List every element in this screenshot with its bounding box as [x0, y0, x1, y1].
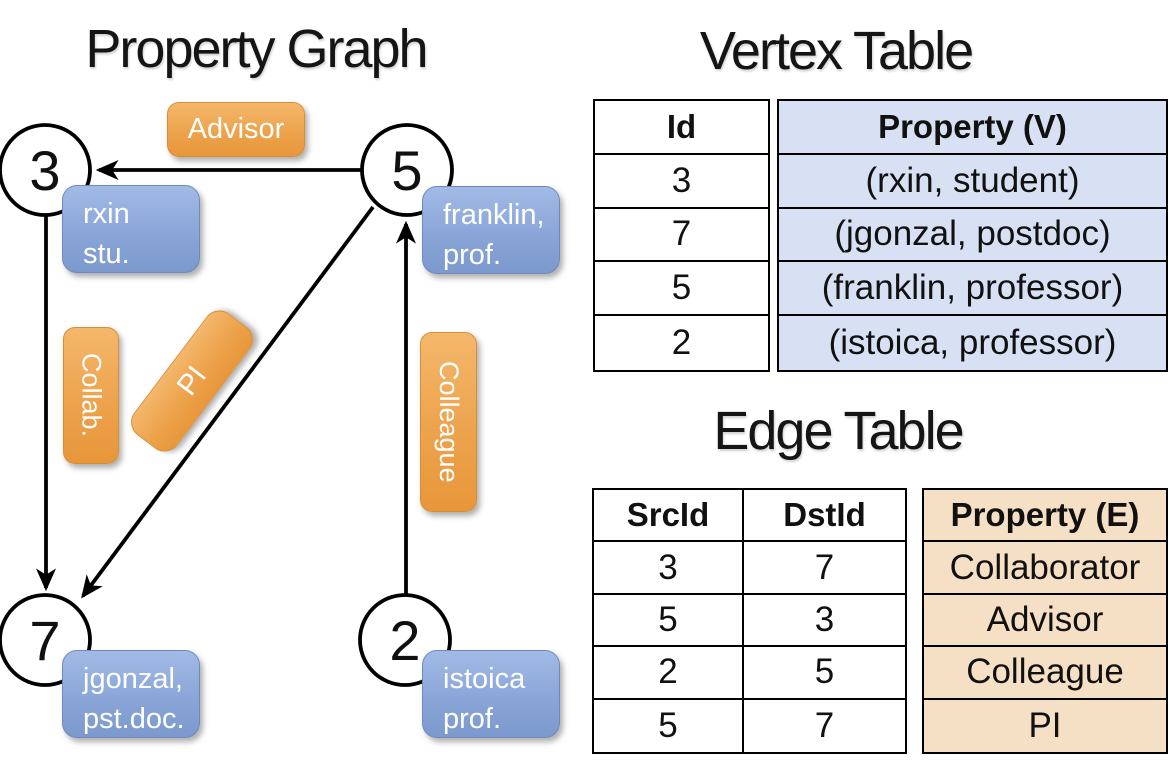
- edge-table-cell: 7: [744, 542, 905, 595]
- vertex-table-id-column: Id 3 7 5 2: [593, 99, 770, 372]
- vertex-table-property-column: Property (V) (rxin, student) (jgonzal, p…: [777, 99, 1168, 372]
- vertex-table-cell: (istoica, professor): [828, 323, 1117, 363]
- edge-table-cell: 5: [744, 647, 905, 700]
- vertex-label-line: franklin,: [443, 199, 545, 231]
- vertex-table-cell: 5: [595, 262, 768, 317]
- node-5-id: 5: [391, 139, 422, 202]
- edge-table-title: Edge Table: [713, 401, 964, 461]
- node-3-id: 3: [29, 139, 60, 202]
- edge-table-cell: 2: [594, 647, 744, 700]
- edge-table-header-property: Property (E): [924, 490, 1166, 543]
- edge-table-id-columns: SrcId DstId 3 7 5 3 2 5 5 7: [592, 488, 907, 754]
- vertex-label-line: prof.: [443, 239, 502, 272]
- vertex-table-title: Vertex Table: [699, 21, 974, 81]
- vertex-table-header-id: Id: [595, 101, 768, 155]
- vertex-label-line: jgonzal,: [83, 663, 183, 695]
- edge-label-advisor: Advisor: [167, 102, 305, 157]
- edge-table-cell: Collaborator: [924, 542, 1166, 595]
- property-graph-title: Property Graph: [85, 19, 428, 79]
- vertex-table-header-property: Property (V): [779, 101, 1166, 155]
- edge-table-cell: 5: [594, 699, 744, 752]
- vertex-label-franklin: franklin, prof.: [422, 186, 560, 274]
- edge-table-property-column: Property (E) Collaborator Advisor Collea…: [922, 488, 1168, 754]
- vertex-label-rxin: rxin stu.: [62, 185, 200, 273]
- vertex-table-cell: 2: [671, 323, 692, 363]
- edge-table-cell: 7: [814, 705, 835, 745]
- vertex-table-cell: (rxin, student): [779, 155, 1166, 209]
- vertex-label-line: rxin: [83, 198, 130, 230]
- vertex-label-line: prof.: [443, 703, 502, 736]
- edge-label-colleague: Colleague: [420, 332, 477, 512]
- edge-table-cell: 3: [594, 542, 744, 595]
- node-2-id: 2: [389, 609, 420, 672]
- edge-5-to-7: [81, 205, 375, 599]
- vertex-label-line: pst.doc.: [83, 703, 185, 736]
- edge-table-cell: Advisor: [924, 595, 1166, 648]
- vertex-table-cell: 7: [595, 209, 768, 263]
- vertex-table-cell: 3: [595, 155, 768, 209]
- vertex-label-istoica: istoica prof.: [422, 650, 560, 738]
- edge-table-header-dstid: DstId: [744, 490, 905, 543]
- vertex-table-cell: (jgonzal, postdoc): [779, 209, 1166, 263]
- edge-table-cell: PI: [1028, 705, 1062, 745]
- vertex-label-line: istoica: [443, 663, 526, 695]
- edge-table-cell: Colleague: [924, 647, 1166, 700]
- vertex-label-jgonzal: jgonzal, pst.doc.: [62, 650, 200, 738]
- vertex-table-cell: (franklin, professor): [779, 262, 1166, 317]
- vertex-label-line: stu.: [83, 238, 130, 271]
- edge-label-collab: Collab.: [63, 327, 119, 464]
- edge-table-cell: 5: [594, 594, 744, 648]
- node-7-id: 7: [29, 609, 60, 672]
- edge-table-cell: 3: [744, 595, 905, 648]
- edge-table-header-srcid: SrcId: [594, 490, 744, 543]
